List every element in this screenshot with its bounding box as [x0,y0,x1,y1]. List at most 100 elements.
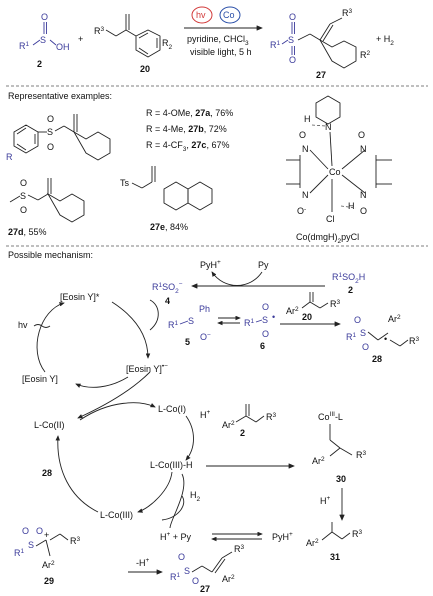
product-oxygen-top: O [289,12,296,22]
example-27b: R = 4-Me, 27b, 72% [146,124,227,134]
r28-ar2: Ar2 [388,314,401,324]
light-wave [33,324,51,328]
product-oxygen-bottom: O [289,55,296,65]
c31-r3: R3 [352,529,363,539]
co-label: Co [223,10,235,20]
r28-r1: R1 [346,332,357,342]
mech-compound-30: 30 [336,474,346,484]
hat-r3: R3 [266,412,277,422]
alkane-31: Ar2 R3 31 [306,522,363,562]
deprotonation: -H+ [136,557,150,568]
chloride: Cl [326,214,335,224]
intermediate-6: R1 S O O • 6 [244,302,275,351]
cobalt-atom: Co [329,167,341,177]
co-iii-h-to-co-iii [137,471,173,513]
i5-o: O− [200,332,211,342]
h-plus-py: H+ + Py [160,531,192,542]
pyh-plus: PyH+ [200,259,221,270]
example-27a: R = 4-OMe, 27a, 76% [146,108,233,118]
r28-o2: O [362,342,369,352]
f27-ar2: Ar2 [222,574,235,584]
c29-r3: R3 [70,536,81,546]
r1-label: R1 [19,41,30,51]
r2-label: R2 [162,38,173,51]
alkene-2-hat: Ar2 R3 2 [222,404,277,438]
oxygen-27a-bottom: O [47,142,54,152]
styrene-structure: R3 R2 20 [94,14,173,74]
eosin-hv: hv [18,320,28,330]
pyridine-n: N [325,122,332,132]
r28-r3: R3 [409,336,420,346]
co-i-to-co-iii-h [185,415,194,461]
example-27c: R = 4-CF3, 27c, 67% [146,140,229,153]
mech-compound-2-b: 2 [240,428,245,438]
f27-r3: R3 [234,544,245,554]
co-circle [219,6,241,24]
example-27e: 27e, 84% [150,222,188,232]
plus-sign: + [78,34,83,44]
i5-ph: Ph [199,304,210,314]
mechanism-title: Possible mechanism: [8,250,93,260]
eosin-ground: [Eosin Y] [22,374,58,384]
r-substituent: R [6,152,13,162]
oxygen-27d-top: O [20,178,27,188]
mechanism-section: Possible mechanism: PyH+ Py R1SO2H 2 R1S… [8,250,420,594]
mech-compound-31: 31 [330,552,340,562]
c30-r3: R3 [356,450,367,460]
hv-label: hv [196,10,206,20]
oxygen-27d-bottom: O [20,205,27,215]
intermediate-5: R1 S Ph O− 5 [168,304,211,347]
co-iii-to-co-ii [55,435,99,513]
o-ur: O [358,130,365,140]
compound-20-label: 20 [140,64,150,74]
r28-radical: • [384,334,387,344]
eosin-radical-anion: [Eosin Y]•− [126,363,168,374]
eosin-cycle-arrow-1 [36,302,65,373]
c29-s: S [28,540,34,550]
product-r1: R1 [270,40,281,50]
product-sulfur: S [288,35,294,45]
mech-compound-27: 27 [200,584,210,594]
i6-o1: O [262,302,269,312]
lco-iii: L-Co(III) [100,510,133,520]
hv-circle [191,6,213,24]
f27-r1: R1 [170,572,181,582]
sulfinate-into-cycle [149,299,159,331]
conditions-line2: visible light, 5 h [190,47,252,57]
mech-28-into-cobalt: 28 [42,468,52,478]
h2-arrow [161,495,185,521]
f27-s: S [184,566,190,576]
mech-compound-2: 2 [348,285,353,295]
sulfur-atom: S [40,35,46,45]
alkyl-cobalt-30: CoIII-L Ar2 R3 30 [312,411,367,484]
tosyl-label: Ts [120,178,130,188]
cobaloxime-catalyst-structure: N Co N N N N O O O- O H H Cl [286,95,392,245]
oxygen-atom: O [41,12,48,22]
alkene-r3: R3 [330,299,341,309]
c30-ar2: Ar2 [312,456,325,466]
co-ii-to-co-i [79,402,156,421]
i5-r1: R1 [168,320,179,330]
c29-cation: + [44,530,49,540]
h2-release: H2 [190,490,201,503]
h-plus-arrow [169,473,185,529]
compound-27abc-structure: R S O O [6,114,111,162]
sulfur-27d: S [20,191,26,201]
i5-s: S [188,316,194,326]
c29-o2: O [36,526,43,536]
eosin-excited: [Eosin Y]* [60,292,100,302]
hydrogen-byproduct: + H2 [376,34,394,47]
n-ll: N [302,190,309,200]
n-lr: N [360,190,367,200]
sulfinate-4: R1SO2− [152,281,183,295]
lco-iii-h: L-Co(III)-H [150,460,193,470]
i6-r1: R1 [244,318,255,328]
product-r2: R2 [360,50,371,60]
product-r3: R3 [342,8,353,18]
eosin-cycle-arrow-2 [111,301,151,359]
final-product-27: R1 S O O R3 Ar2 27 [170,544,245,594]
reaction-arrow: hv Co pyridine, CHCl3 visible light, 5 h [184,6,263,57]
h-plus-protonation: H+ [320,495,331,506]
mech-compound-28: 28 [372,354,382,364]
